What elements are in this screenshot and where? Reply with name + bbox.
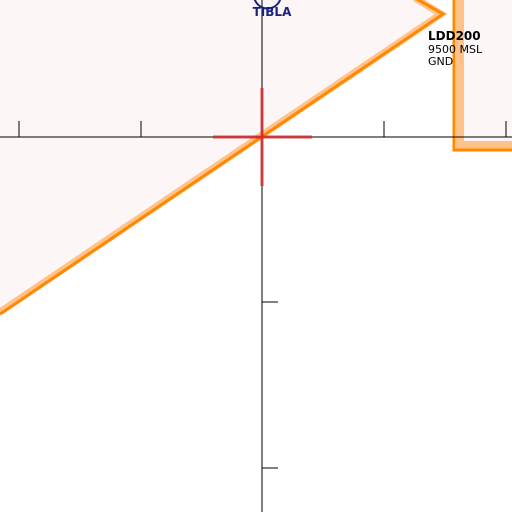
waypoint-circle-icon: [253, 0, 282, 10]
zone-border-west: [0, 0, 446, 316]
zone-name: LDD200: [428, 29, 481, 43]
waypoint-label: TIBLA: [253, 5, 292, 19]
crosshair-icon: [213, 88, 312, 186]
zone-upper-limit: 9500 MSL: [428, 43, 483, 56]
zone-fill-east: [455, 0, 512, 148]
waypoint-tibla[interactable]: TIBLA: [253, 0, 292, 19]
zone-border-east: [452, 0, 512, 152]
zone-border-halo-east: [456, 0, 512, 149]
zone-lower-limit: GND: [428, 55, 453, 68]
zone-label-ldd200: LDD200 9500 MSL GND: [428, 29, 483, 68]
restricted-zone-ldd200[interactable]: [0, 0, 512, 316]
